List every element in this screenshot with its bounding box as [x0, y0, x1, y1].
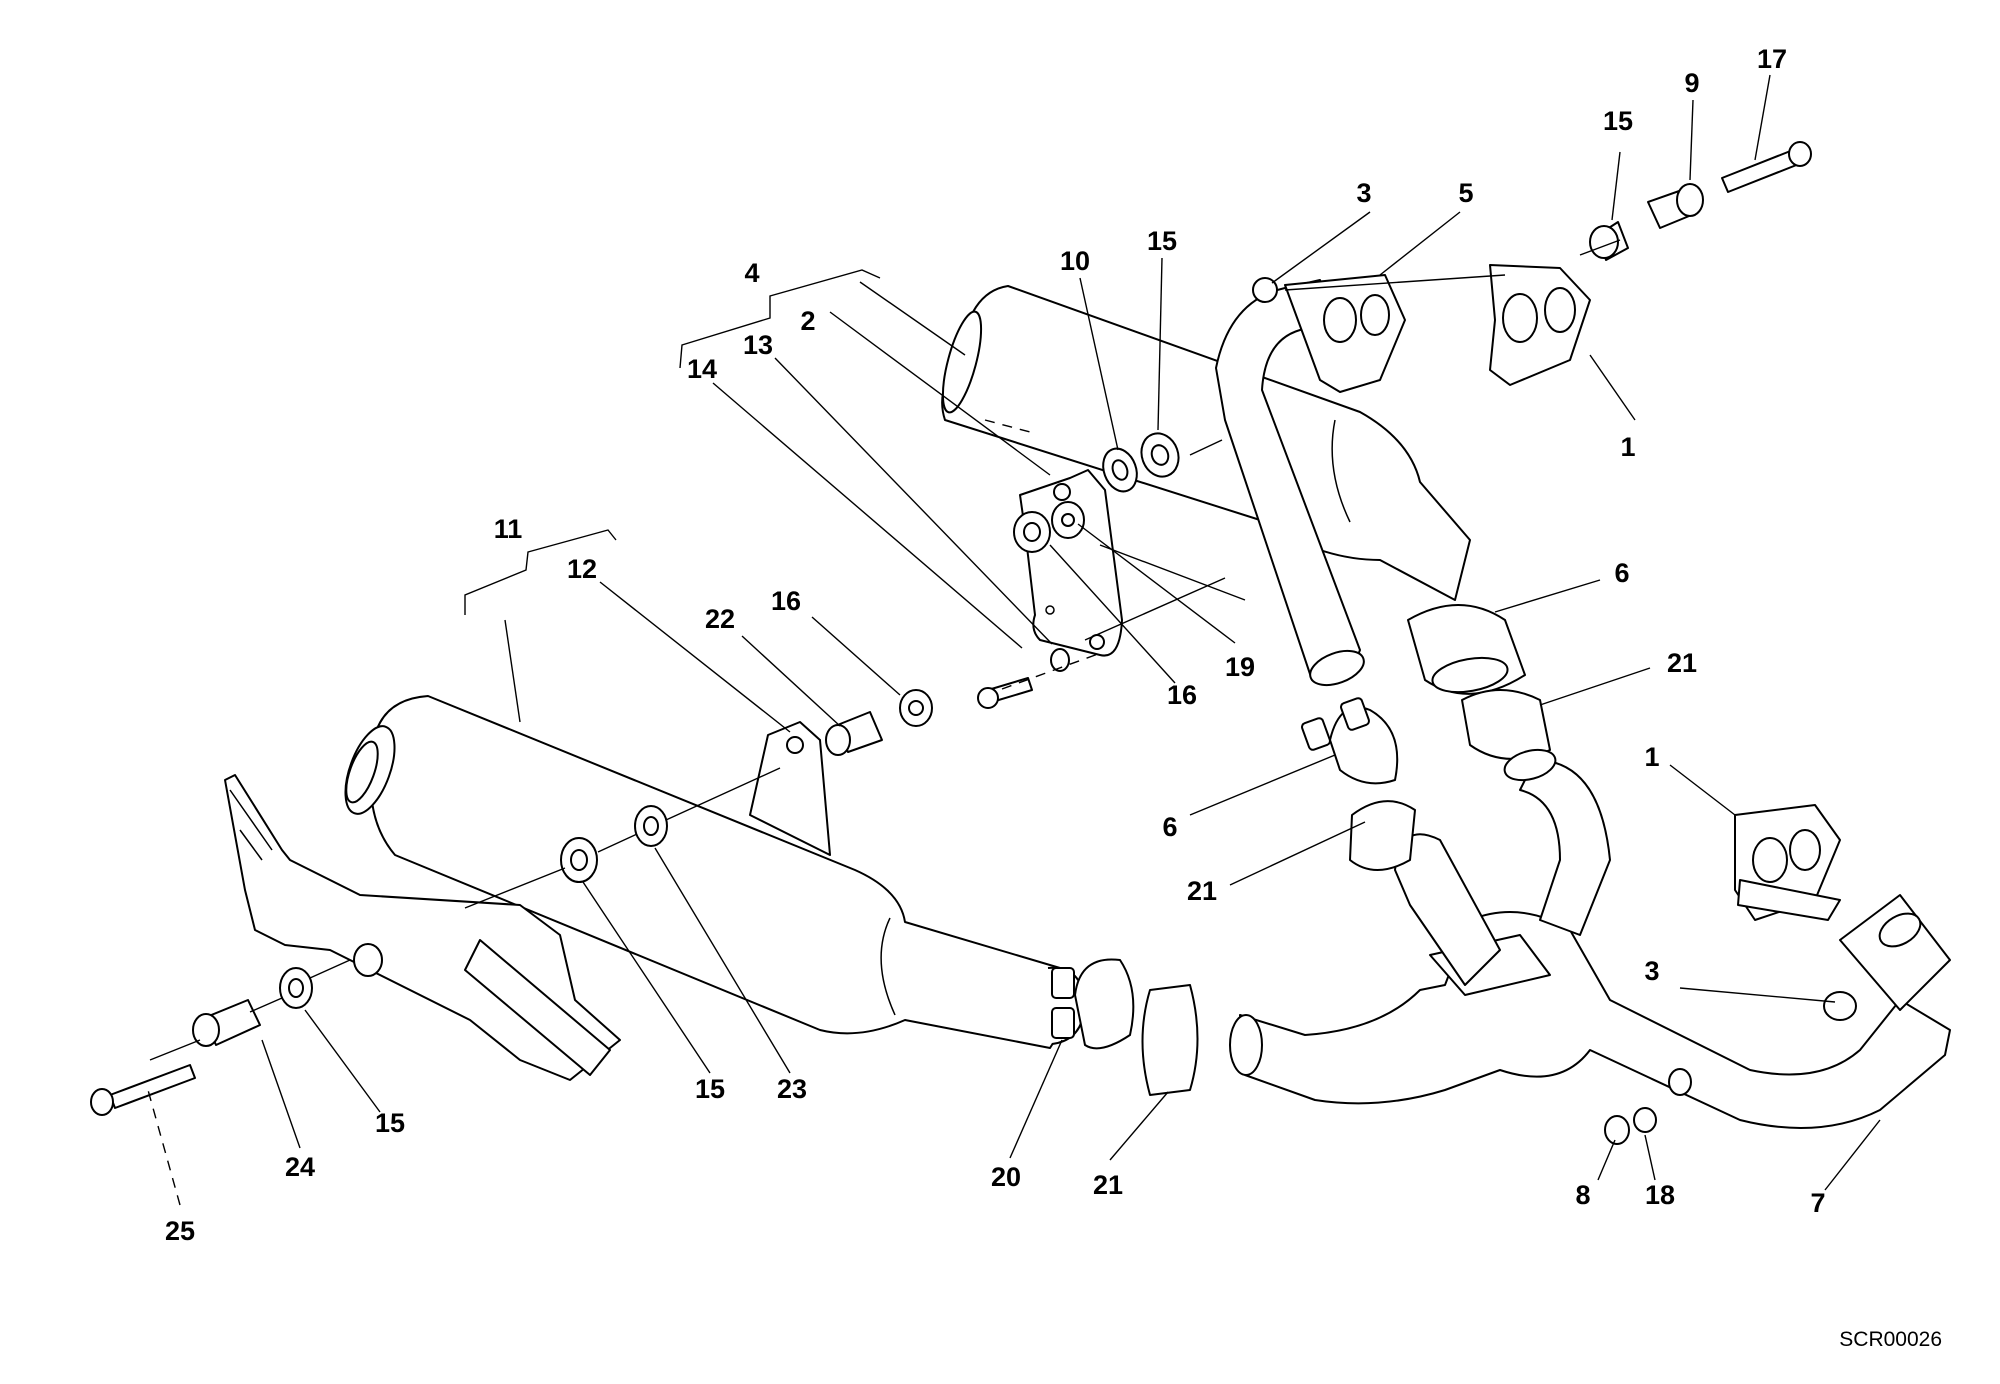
callout-3-lower: 3 [1644, 956, 1659, 986]
callout-11: 11 [494, 514, 523, 544]
callout-12: 12 [567, 554, 597, 584]
callout-15-lower-mid: 15 [695, 1074, 725, 1104]
callout-21-lower-mid: 21 [1187, 876, 1217, 906]
callout-22: 22 [705, 604, 735, 634]
callout-8: 8 [1575, 1180, 1590, 1210]
lower-silencer-bracket [749, 721, 831, 856]
callout-15-upper-mid: 15 [1147, 226, 1177, 256]
callout-6-lower: 6 [1162, 812, 1177, 842]
callout-10: 10 [1060, 246, 1090, 276]
callout-14: 14 [687, 354, 717, 384]
callout-1-lower: 1 [1644, 742, 1659, 772]
rear-header-pipe [1229, 759, 1951, 1145]
callout-2: 2 [800, 306, 815, 336]
lower-silencer-rubbers [90, 689, 933, 1116]
callout-7: 7 [1810, 1188, 1825, 1218]
callout-21-lower: 21 [1093, 1170, 1123, 1200]
callout-1-upper: 1 [1620, 432, 1635, 462]
callout-16-lower: 16 [1167, 680, 1197, 710]
upper-silencer [941, 285, 1471, 601]
callout-23: 23 [777, 1074, 807, 1104]
header-flanges [1252, 141, 1812, 393]
callout-25: 25 [165, 1216, 195, 1246]
callout-21-upper: 21 [1667, 648, 1697, 678]
diagram-reference-code: SCR00026 [1839, 1328, 1942, 1351]
leader-lines [147, 74, 1881, 1206]
callout-9: 9 [1684, 68, 1699, 98]
callout-15-lower-left: 15 [375, 1108, 405, 1138]
upper-bracket-rubbers [977, 432, 1180, 709]
footrest-hanger [224, 774, 621, 1081]
callout-4: 4 [744, 258, 759, 288]
callout-16-upper: 16 [771, 586, 801, 616]
silencer-clamp [1051, 958, 1199, 1096]
callout-20: 20 [991, 1162, 1021, 1192]
callout-13: 13 [743, 330, 773, 360]
upper-mounting-bracket [1019, 469, 1123, 657]
callout-24: 24 [285, 1152, 315, 1182]
callout-15-upper-right: 15 [1603, 106, 1633, 136]
callout-3-upper: 3 [1356, 178, 1371, 208]
front-header-pipe [1215, 279, 1365, 687]
callout-17: 17 [1757, 44, 1787, 74]
callout-6-upper: 6 [1614, 558, 1629, 588]
callout-labels: 1 1 2 3 3 4 5 6 6 7 8 9 10 11 12 13 14 1… [165, 44, 1826, 1246]
callout-5: 5 [1458, 178, 1473, 208]
callout-19: 19 [1225, 652, 1255, 682]
pipe-clamps-and-sleeves [1301, 604, 1557, 871]
callout-18: 18 [1645, 1180, 1675, 1210]
